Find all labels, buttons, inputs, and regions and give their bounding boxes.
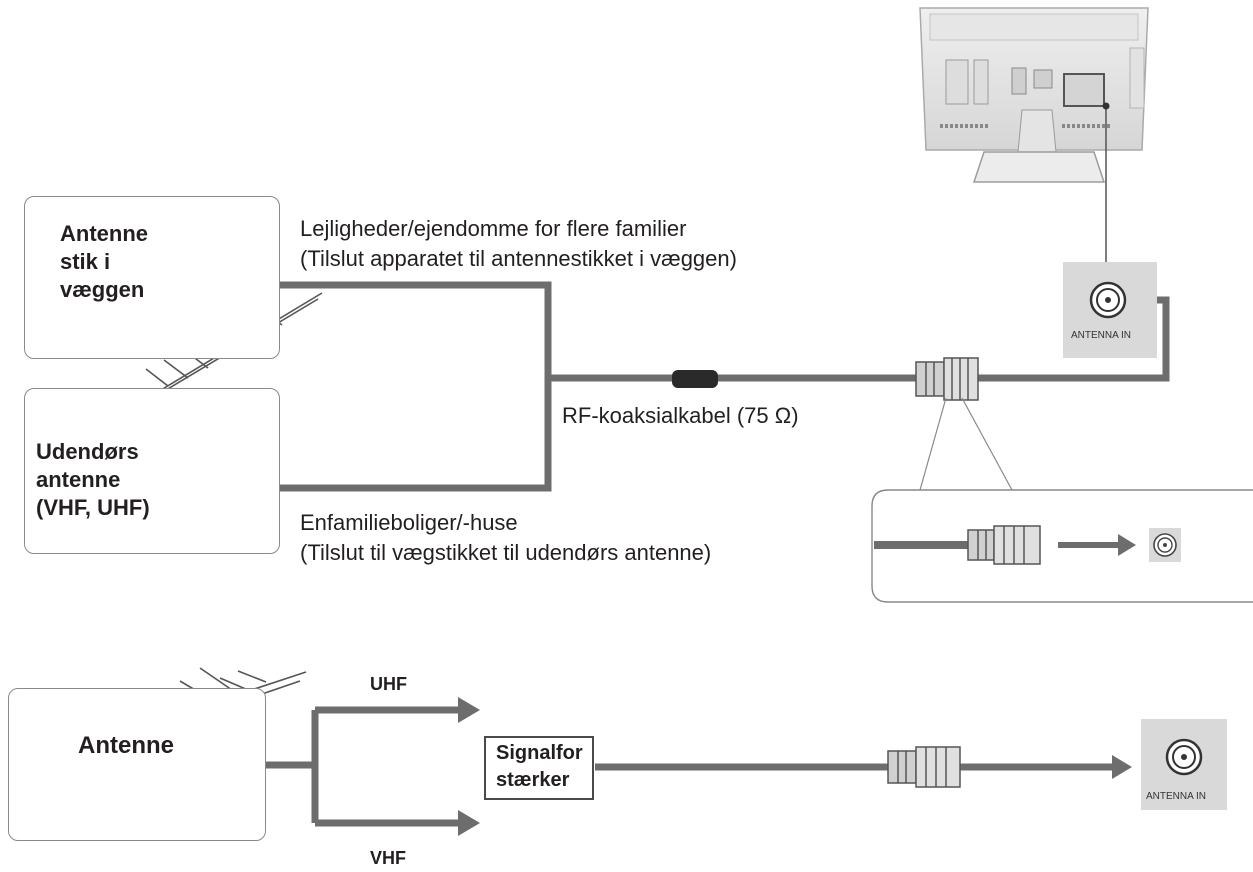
- coax-plug: [915, 357, 979, 401]
- apartments-caption: Lejligheder/ejendomme for flere familier…: [300, 214, 737, 274]
- cable-caption: RF-koaksialkabel (75 Ω): [562, 403, 799, 428]
- bottom-antenna-in-label: ANTENNA IN: [1146, 791, 1207, 802]
- wall-socket-label: Antenne stik i væggen: [60, 220, 148, 304]
- antenna-in-label: ANTENNA IN: [1071, 330, 1132, 341]
- outdoor-antenna-label-line-1: Udendørs: [36, 439, 139, 464]
- zoom-coax-plug: [967, 525, 1041, 565]
- antenna-in-port: [1063, 262, 1157, 358]
- amplifier-label-line-1: Signalfor: [496, 742, 583, 764]
- outdoor-antenna-box: [24, 388, 280, 554]
- bottom-coax-plug: [887, 746, 961, 788]
- vhf-arrowhead: [458, 810, 480, 836]
- bottom-antenna-in-port: [1141, 719, 1227, 810]
- apartments-caption-line-1: Lejligheder/ejendomme for flere familier: [300, 216, 687, 241]
- houses-caption-line-2: (Tilslut til vægstikket til udendørs ant…: [300, 540, 712, 565]
- amplifier-label: Signalfor stærker: [496, 740, 583, 794]
- amplifier-label-line-2: stærker: [496, 769, 570, 791]
- tv-rear-illustration: [919, 7, 1149, 183]
- wall-socket-label-line-3: væggen: [60, 277, 145, 302]
- bottom-antenna-label: Antenne: [78, 732, 174, 759]
- outdoor-antenna-label-line-3: (VHF, UHF): [36, 495, 150, 520]
- bottom-final-arrowhead: [1112, 755, 1132, 779]
- vhf-label: VHF: [370, 848, 406, 868]
- houses-caption: Enfamilieboliger/-huse (Tilslut til vægs…: [300, 508, 711, 568]
- outdoor-antenna-label-line-2: antenne: [36, 467, 121, 492]
- uhf-label: UHF: [370, 674, 407, 694]
- zoom-arrowhead: [1118, 534, 1136, 556]
- tv-port-dot: [1102, 102, 1110, 110]
- outdoor-antenna-label: Udendørs antenne (VHF, UHF): [36, 438, 150, 522]
- wall-socket-box: [24, 196, 280, 359]
- houses-caption-line-1: Enfamilieboliger/-huse: [300, 510, 518, 535]
- wall-socket-label-line-1: Antenne: [60, 221, 148, 246]
- bottom-antenna-box: [8, 688, 266, 841]
- ferrite-core: [672, 370, 718, 388]
- wall-socket-label-line-2: stik i: [60, 249, 111, 274]
- uhf-arrowhead: [458, 697, 480, 723]
- zoom-antenna-port: [1149, 528, 1181, 562]
- signal-amplifier-box: [484, 736, 594, 800]
- callout-line-left: [919, 397, 947, 491]
- bottom-cable-route: [204, 706, 1118, 827]
- callout-line-right: [961, 397, 1013, 491]
- apartments-caption-line-2: (Tilslut apparatet til antennestikket i …: [300, 246, 737, 271]
